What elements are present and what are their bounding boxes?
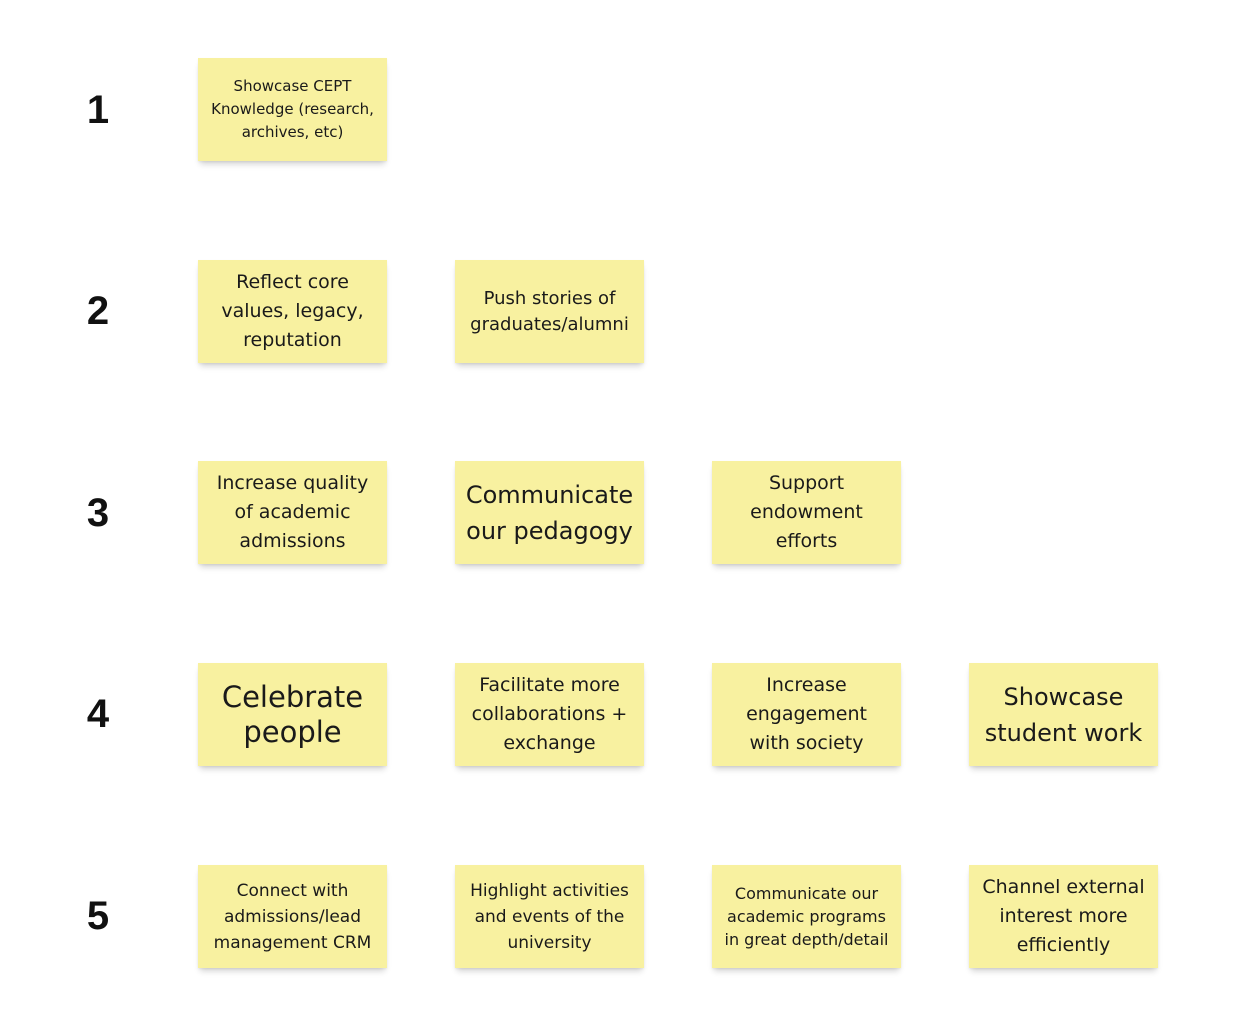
sticky-note-text: Push stories of graduates/alumni: [470, 287, 629, 335]
sticky-note-text: Facilitate more collaborations + exchang…: [471, 674, 628, 754]
sticky-note-showcase-cept-knowledge[interactable]: Showcase CEPT Knowledge (research, archi…: [198, 58, 387, 161]
sticky-note-text: Communicate our academic programs in gre…: [724, 884, 889, 949]
sticky-note-support-endowment[interactable]: Support endowment efforts: [712, 461, 901, 564]
sticky-note-increase-quality-admissions[interactable]: Increase quality of academic admissions: [198, 461, 387, 564]
sticky-note-text: Highlight activities and events of the u…: [470, 880, 629, 953]
sticky-note-increase-engagement[interactable]: Increase engagement with society: [712, 663, 901, 766]
sticky-note-text: Communicate our pedagogy: [465, 480, 634, 545]
sticky-note-text: Celebrate people: [221, 679, 364, 749]
row-number-2: 2: [86, 289, 110, 333]
sticky-note-connect-crm[interactable]: Connect with admissions/lead management …: [198, 865, 387, 968]
sticky-note-text: Connect with admissions/lead management …: [213, 880, 372, 953]
sticky-note-celebrate-people[interactable]: Celebrate people: [198, 663, 387, 766]
sticky-note-text: Showcase CEPT Knowledge (research, archi…: [211, 77, 374, 141]
sticky-note-text: Showcase student work: [984, 682, 1143, 747]
row-number-1: 1: [86, 88, 110, 132]
sticky-note-communicate-programs[interactable]: Communicate our academic programs in gre…: [712, 865, 901, 968]
sticky-note-highlight-activities[interactable]: Highlight activities and events of the u…: [455, 865, 644, 968]
sticky-note-text: Support endowment efforts: [750, 472, 863, 552]
row-number-5: 5: [86, 894, 110, 938]
sticky-note-push-stories[interactable]: Push stories of graduates/alumni: [455, 260, 644, 363]
sticky-note-text: Channel external interest more efficient…: [982, 876, 1145, 956]
sticky-note-facilitate-collaborations[interactable]: Facilitate more collaborations + exchang…: [455, 663, 644, 766]
sticky-note-reflect-core-values[interactable]: Reflect core values, legacy, reputation: [198, 260, 387, 363]
sticky-note-channel-external-interest[interactable]: Channel external interest more efficient…: [969, 865, 1158, 968]
row-number-3: 3: [86, 491, 110, 535]
sticky-note-text: Increase engagement with society: [746, 674, 867, 754]
sticky-note-text: Increase quality of academic admissions: [216, 472, 369, 552]
sticky-note-communicate-pedagogy[interactable]: Communicate our pedagogy: [455, 461, 644, 564]
sticky-note-text: Reflect core values, legacy, reputation: [221, 271, 364, 351]
sticky-note-showcase-student-work[interactable]: Showcase student work: [969, 663, 1158, 766]
row-number-4: 4: [86, 692, 110, 736]
